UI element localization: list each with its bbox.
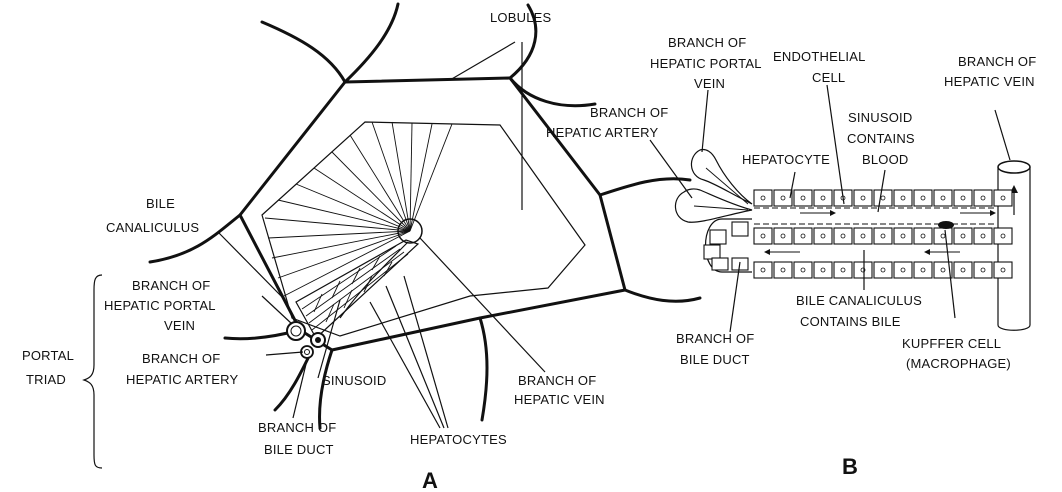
hepatocyte-cell bbox=[974, 262, 992, 278]
label-bile-canaliculus-b-2: CONTAINS BILE bbox=[800, 314, 901, 329]
hepatocyte-cell bbox=[794, 190, 812, 206]
label-lobules: LOBULES bbox=[490, 10, 552, 25]
hepatocyte-cell bbox=[814, 190, 832, 206]
hepatocyte-cell bbox=[914, 262, 932, 278]
hepatocyte-cell bbox=[854, 262, 872, 278]
hepatocyte-cell bbox=[794, 228, 812, 244]
hepatocyte-rows bbox=[754, 190, 1012, 278]
hepatocyte-cord-sector bbox=[296, 240, 418, 338]
label-sinusoid-b-3: BLOOD bbox=[862, 152, 909, 167]
lobule-boundary bbox=[240, 78, 625, 350]
hepatocyte-cell bbox=[834, 228, 852, 244]
hepatocyte-cell bbox=[934, 190, 952, 206]
label-bile-canaliculus-a-1: BILE bbox=[146, 196, 175, 211]
hepatocyte-cell bbox=[814, 262, 832, 278]
label-bile-duct-b-1: BRANCH OF bbox=[676, 331, 754, 346]
label-portal-triad-1: PORTAL bbox=[22, 348, 74, 363]
kupffer-cell-marker bbox=[938, 221, 954, 229]
label-hepatocytes-a: HEPATOCYTES bbox=[410, 432, 507, 447]
label-portal-vein-b-1: BRANCH OF bbox=[668, 35, 746, 50]
label-portal-vein-a-2: HEPATIC PORTAL bbox=[104, 298, 216, 313]
hepatocyte-cell bbox=[754, 190, 772, 206]
panel-b-letter: B bbox=[842, 454, 858, 479]
hepatocyte-cell bbox=[774, 228, 792, 244]
hepatocyte-cell bbox=[754, 262, 772, 278]
label-sinusoid-b-2: CONTAINS bbox=[847, 131, 915, 146]
portal-triad-brace bbox=[84, 275, 102, 468]
label-portal-vein-b-2: HEPATIC PORTAL bbox=[650, 56, 762, 71]
panel-a: LOBULES BILE CANALICULUS BRANCH OF HEPAT… bbox=[22, 4, 700, 492]
hepatocyte-cell bbox=[894, 228, 912, 244]
hepatocyte-cell bbox=[794, 262, 812, 278]
label-hepatic-vein-b-2: HEPATIC VEIN bbox=[944, 74, 1035, 89]
label-bile-canaliculus-b-1: BILE CANALICULUS bbox=[796, 293, 922, 308]
hepatocyte-cell bbox=[854, 190, 872, 206]
panel-a-letter: A bbox=[422, 468, 438, 492]
hepatocyte-cell bbox=[994, 228, 1012, 244]
label-endothelial-1: ENDOTHELIAL bbox=[773, 49, 866, 64]
label-kupffer-2: (MACROPHAGE) bbox=[906, 356, 1011, 371]
label-hepatocyte-b: HEPATOCYTE bbox=[742, 152, 830, 167]
hepatocyte-cell bbox=[914, 228, 932, 244]
hepatic-vein-cylinder bbox=[998, 161, 1030, 330]
label-portal-vein-a-3: VEIN bbox=[164, 318, 195, 333]
panel-b: BRANCH OF HEPATIC PORTAL VEIN ENDOTHELIA… bbox=[546, 35, 1036, 479]
hepatocyte-cell bbox=[974, 190, 992, 206]
hepatocyte-cell bbox=[994, 262, 1012, 278]
label-bile-canaliculus-a-2: CANALICULUS bbox=[106, 220, 199, 235]
lobule-septa bbox=[150, 4, 700, 428]
label-hepatic-vein-b-1: BRANCH OF bbox=[958, 54, 1036, 69]
label-bile-duct-a-1: BRANCH OF bbox=[258, 420, 336, 435]
label-sinusoid-a: SINUSOID bbox=[322, 373, 386, 388]
label-hepatic-artery-b-1: BRANCH OF bbox=[590, 105, 668, 120]
label-hepatic-artery-a-1: BRANCH OF bbox=[142, 351, 220, 366]
portal-inflow-vessels bbox=[675, 149, 752, 222]
hepatocyte-cell bbox=[894, 190, 912, 206]
hepatocyte-cell bbox=[994, 190, 1012, 206]
hepatocyte-cell bbox=[974, 228, 992, 244]
label-hepatic-vein-a-2: HEPATIC VEIN bbox=[514, 392, 605, 407]
portal-vein-vessel bbox=[287, 322, 305, 340]
hepatocyte-cell bbox=[954, 190, 972, 206]
label-portal-triad-2: TRIAD bbox=[26, 372, 66, 387]
hepatocyte-cell bbox=[914, 190, 932, 206]
hepatocyte-cell bbox=[754, 228, 772, 244]
hepatocyte-cell bbox=[814, 228, 832, 244]
label-bile-duct-b-2: BILE DUCT bbox=[680, 352, 750, 367]
label-sinusoid-b-1: SINUSOID bbox=[848, 110, 912, 125]
inner-lobule-outline bbox=[262, 122, 585, 336]
hepatocyte-cell bbox=[954, 228, 972, 244]
label-kupffer-1: KUPFFER CELL bbox=[902, 336, 1001, 351]
hepatocyte-cell bbox=[934, 228, 952, 244]
label-hepatic-vein-a-1: BRANCH OF bbox=[518, 373, 596, 388]
label-endothelial-2: CELL bbox=[812, 70, 845, 85]
label-portal-vein-a-1: BRANCH OF bbox=[132, 278, 210, 293]
hepatocyte-cell bbox=[874, 228, 892, 244]
hepatocyte-cell bbox=[874, 190, 892, 206]
hepatocyte-cell bbox=[894, 262, 912, 278]
label-portal-vein-b-3: VEIN bbox=[694, 76, 725, 91]
hepatocyte-cell bbox=[774, 190, 792, 206]
label-hepatic-artery-b-2: HEPATIC ARTERY bbox=[546, 125, 658, 140]
label-bile-duct-a-2: BILE DUCT bbox=[264, 442, 334, 457]
hepatocyte-cell bbox=[834, 262, 852, 278]
hepatocyte-cell bbox=[854, 228, 872, 244]
hepatocyte-cell bbox=[874, 262, 892, 278]
leader-lines-a bbox=[218, 42, 545, 428]
hepatocyte-cell bbox=[774, 262, 792, 278]
label-hepatic-artery-a-2: HEPATIC ARTERY bbox=[126, 372, 238, 387]
hepatocyte-cell bbox=[954, 262, 972, 278]
loop-cells bbox=[704, 222, 748, 270]
